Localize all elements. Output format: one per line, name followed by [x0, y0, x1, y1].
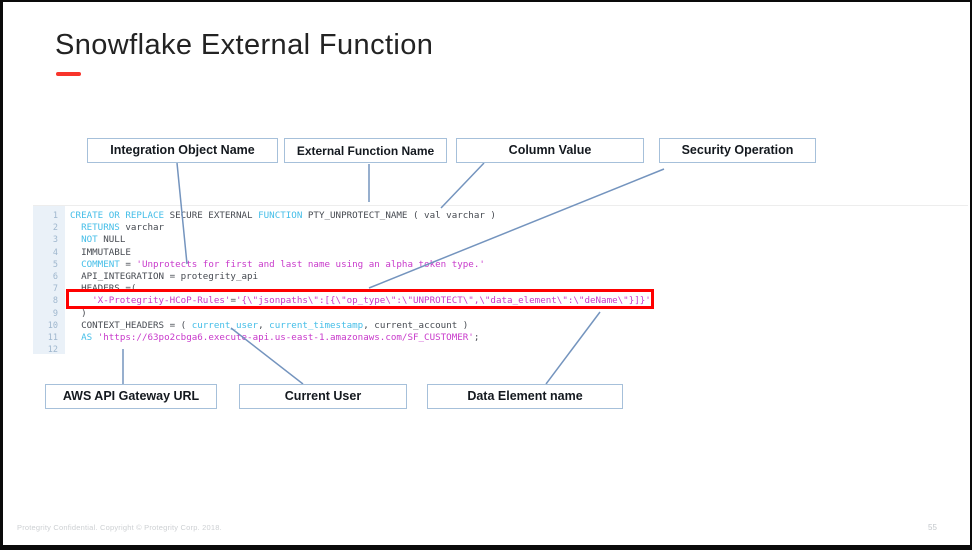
line-number: 2	[52, 223, 58, 234]
highlight-box	[66, 289, 654, 309]
code-line: CONTEXT_HEADERS = ( current_user, curren…	[70, 319, 469, 331]
line-number: 3	[52, 235, 58, 246]
code-lines: CREATE OR REPLACE SECURE EXTERNAL FUNCTI…	[65, 206, 968, 354]
callout-current-user: Current User	[239, 384, 407, 409]
line-number: 4	[52, 247, 58, 258]
code-line: COMMENT = 'Unprotects for first and last…	[81, 258, 485, 270]
line-number: 10	[47, 320, 58, 331]
callout-label: AWS API Gateway URL	[62, 389, 200, 404]
callout-label: Column Value	[508, 143, 592, 158]
callout-aws-api-gateway-url: AWS API Gateway URL	[45, 384, 217, 409]
callout-label: Current User	[284, 389, 362, 404]
callout-security-operation: Security Operation	[659, 138, 816, 163]
title-accent-dash	[56, 72, 81, 76]
connector-column-value	[440, 162, 485, 209]
line-number: 6	[52, 272, 58, 283]
line-number: 1	[52, 211, 58, 221]
code-line: 'X-Protegrity-HCoP-Rules'='{\"jsonpaths\…	[92, 295, 651, 307]
line-number: 11	[47, 333, 58, 344]
callout-label: External Function Name	[296, 143, 435, 158]
callout-label: Integration Object Name	[110, 143, 255, 158]
footer-confidential-text: Protegrity Confidential. Copyright © Pro…	[17, 523, 222, 532]
callout-column-value: Column Value	[456, 138, 644, 163]
line-number: 7	[52, 284, 58, 295]
code-line: CREATE OR REPLACE SECURE EXTERNAL FUNCTI…	[70, 210, 496, 221]
callout-data-element-name: Data Element name	[427, 384, 623, 409]
code-line: )	[70, 307, 87, 319]
code-line	[70, 344, 968, 354]
line-number: 8	[52, 296, 58, 307]
code-line: API_INTEGRATION = protegrity_api	[70, 270, 259, 282]
callout-label: Data Element name	[467, 389, 583, 404]
code-line: HEADERS =(	[70, 283, 137, 295]
callout-label: Security Operation	[681, 143, 794, 158]
callout-external-function-name: External Function Name	[284, 138, 447, 163]
line-number: 9	[52, 308, 58, 319]
page-title: Snowflake External Function	[55, 29, 434, 61]
code-line: RETURNS varchar	[81, 222, 165, 234]
code-line: AS 'https://63po2cbga6.execute-api.us-ea…	[81, 331, 480, 343]
line-number: 5	[52, 259, 58, 270]
callout-integration-object-name: Integration Object Name	[87, 138, 278, 163]
page-number: 55	[928, 523, 937, 532]
code-line: NOT NULL	[81, 234, 126, 246]
code-line: IMMUTABLE	[70, 246, 131, 258]
line-number: 12	[47, 345, 58, 354]
